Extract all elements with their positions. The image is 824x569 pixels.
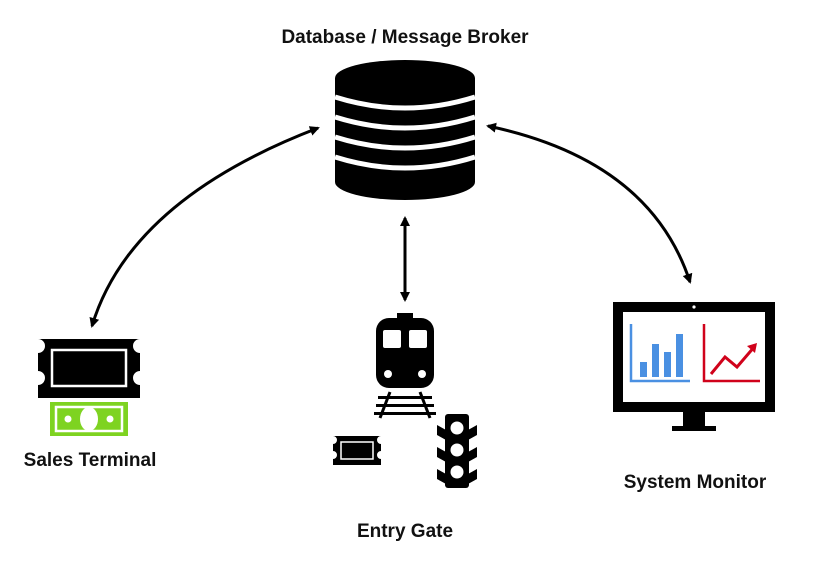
database-icon: [334, 60, 476, 200]
connector-broker-sales: [89, 126, 320, 328]
broker-label: Database / Message Broker: [281, 27, 529, 48]
bar-chart-icon: [629, 324, 690, 383]
connector-broker-monitor: [486, 122, 693, 284]
traffic-light-icon: [437, 414, 477, 488]
banknote-icon: [50, 402, 128, 436]
ticket-icon: [38, 339, 140, 398]
monitor-icon: [613, 302, 775, 431]
system-monitor-label: System Monitor: [623, 472, 767, 493]
trend-line-icon: [702, 324, 760, 383]
entry-gate-label: Entry Gate: [356, 521, 454, 542]
train-icon: [374, 313, 436, 419]
gate-ticket-icon: [333, 436, 381, 465]
sales-terminal-label: Sales Terminal: [23, 450, 157, 471]
